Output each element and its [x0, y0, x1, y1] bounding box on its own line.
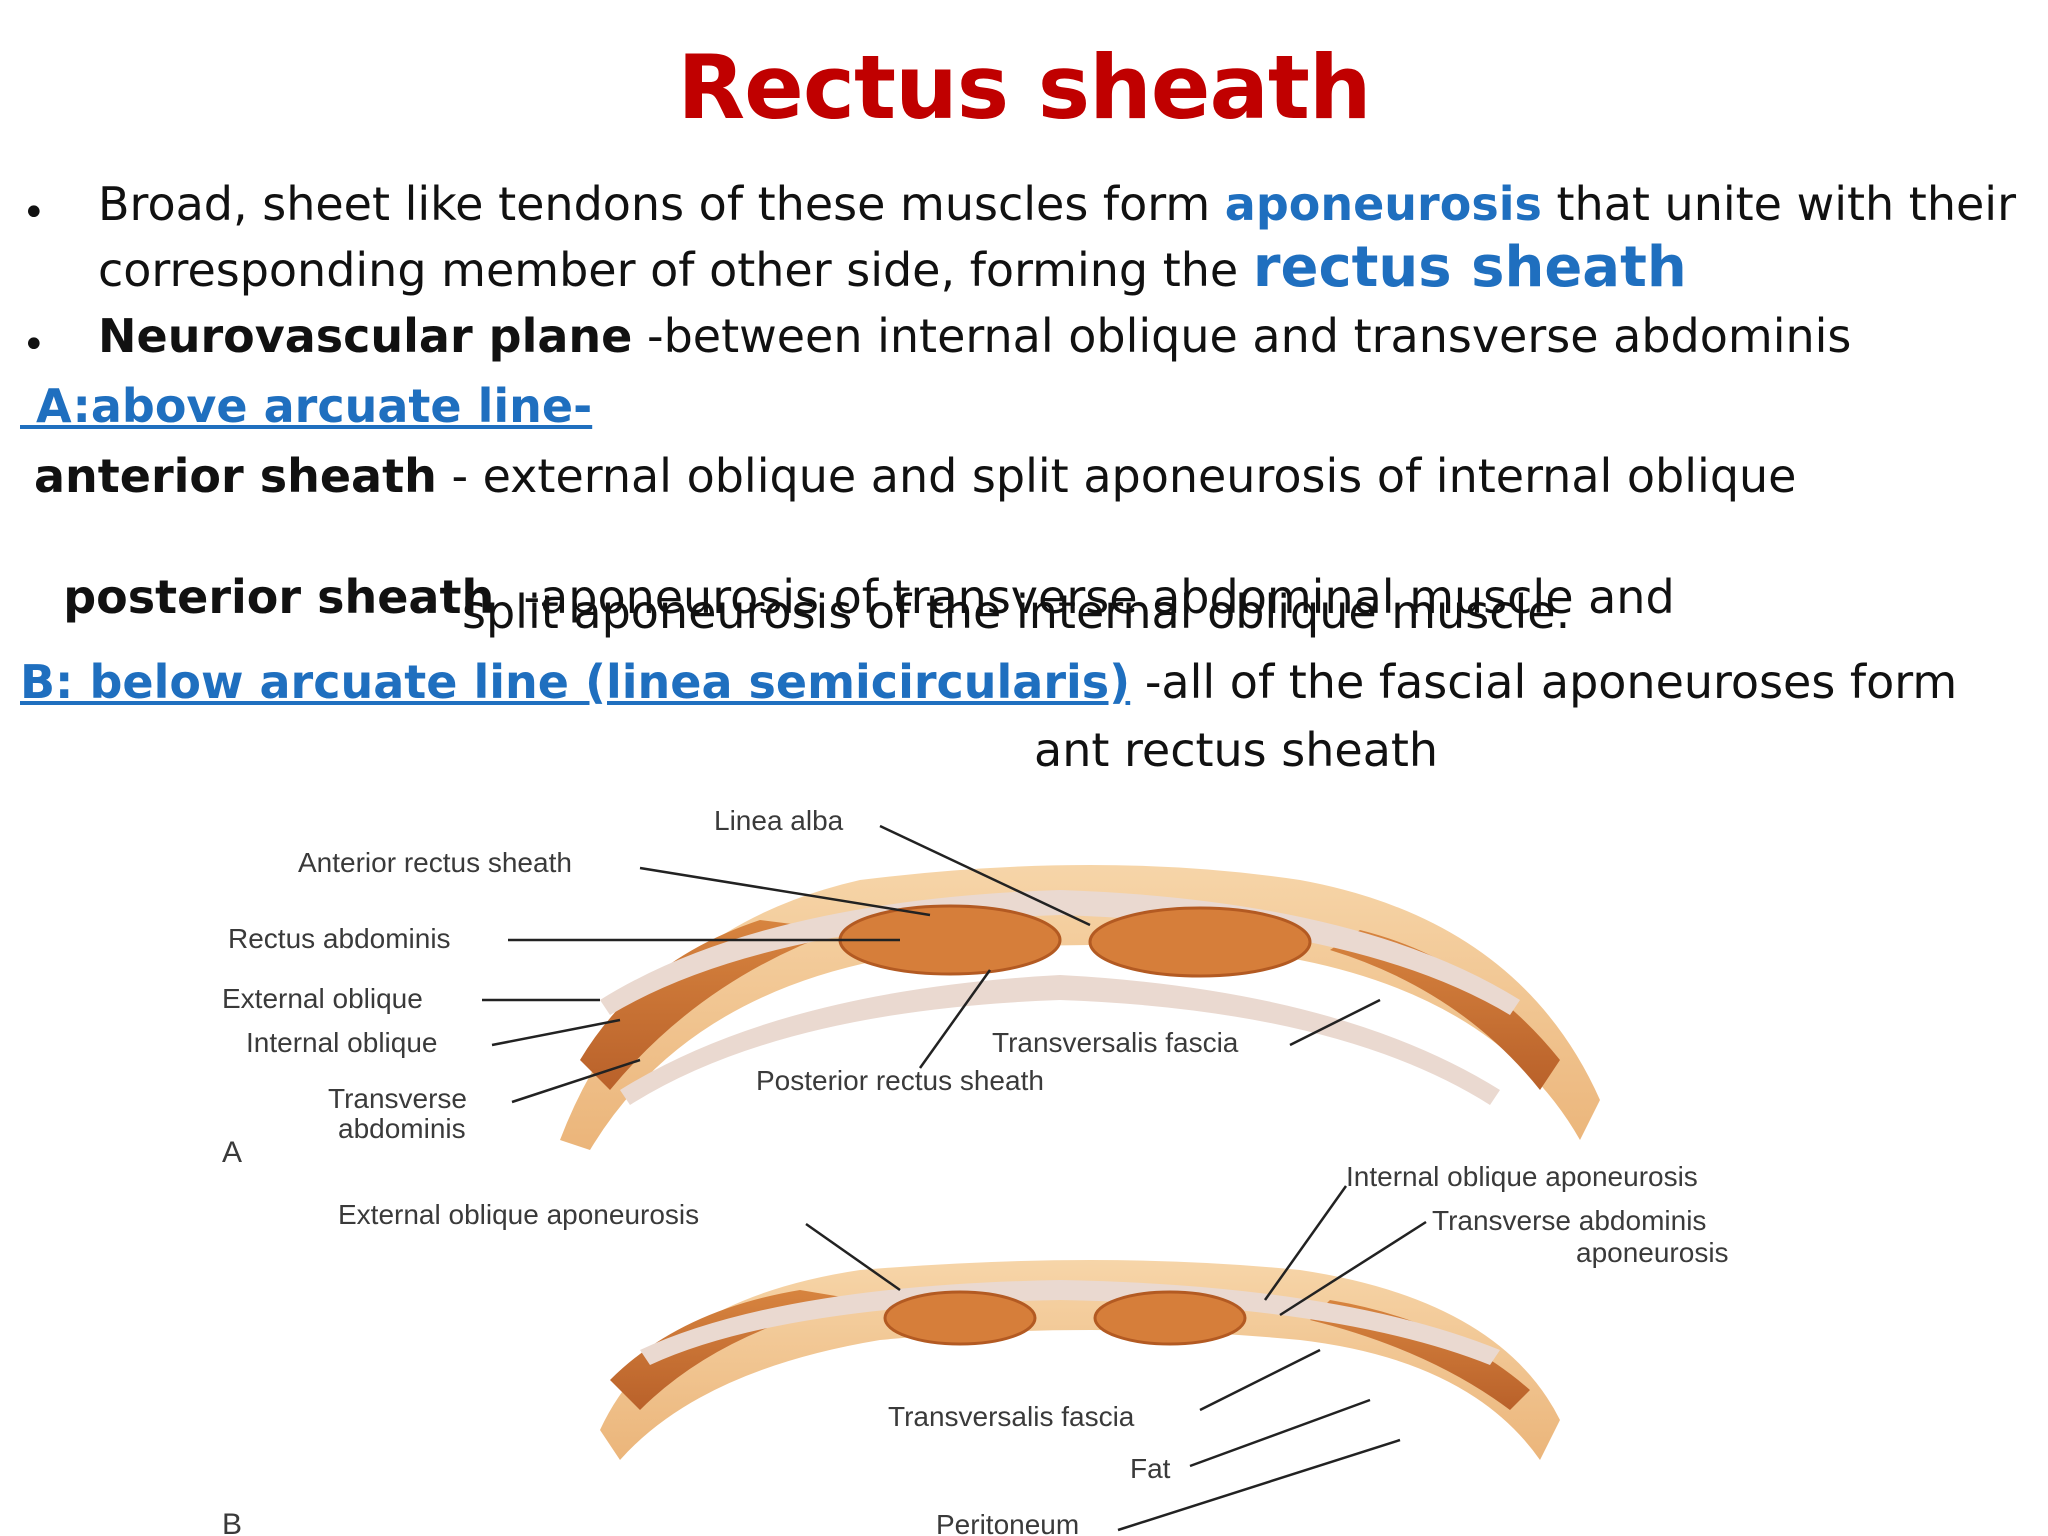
label-abdominis: abdominis — [338, 1113, 466, 1144]
posterior-sheath-line-2: split aponeurosis of the internal obliqu… — [462, 585, 1571, 639]
section-a-heading: A:above arcuate line- — [20, 379, 593, 433]
panel-b-sheath-band — [640, 1280, 1500, 1365]
leader-transversalis-fascia-b — [1199, 1348, 1321, 1412]
neurovascular-plane-label: Neurovascular plane — [98, 309, 633, 363]
panel-b-rectus-right — [1093, 1290, 1247, 1346]
label-linea-alba: Linea alba — [714, 805, 844, 836]
panel-a-muscle-band-left — [580, 920, 840, 1090]
label-transverse-abdominis: Transverse abdominis — [1432, 1205, 1706, 1236]
leader-transversalis-fascia — [1289, 998, 1381, 1047]
leader-transverse — [511, 1058, 641, 1104]
leader-transverse-abdominis-aponeurosis — [1279, 1220, 1427, 1317]
label-transversalis-fascia-a: Transversalis fascia — [992, 1027, 1239, 1058]
panel-b-muscle-band-left — [610, 1290, 860, 1410]
label-anterior-rectus-sheath: Anterior rectus sheath — [298, 847, 572, 878]
section-b-line: B: below arcuate line (linea semicircula… — [20, 656, 1957, 709]
bullet-1-line-1: Broad, sheet like tendons of these muscl… — [98, 178, 2016, 231]
posterior-sheath-line: posterior sheath -aponeurosis of transve… — [34, 518, 1675, 624]
panel-a-cross-section — [560, 865, 1600, 1150]
leader-internal-oblique — [491, 1018, 621, 1047]
anterior-sheath-text: - external oblique and split aponeurosis… — [436, 449, 1797, 503]
leader-linea-alba — [879, 824, 1091, 927]
panel-b-leader-lines — [805, 1185, 1427, 1532]
bullet-1-line-2: corresponding member of other side, form… — [98, 235, 1687, 300]
slide-title: Rectus sheath — [677, 36, 1371, 139]
label-internal-oblique-aponeurosis: Internal oblique aponeurosis — [1346, 1161, 1698, 1192]
panel-a-leader-lines — [482, 824, 1381, 1104]
label-external-oblique-aponeurosis: External oblique aponeurosis — [338, 1199, 699, 1230]
section-b-text: -all of the fascial aponeuroses form — [1130, 655, 1958, 709]
bullet-dot-1: • — [22, 190, 46, 236]
label-transverse: Transverse — [328, 1083, 467, 1114]
leader-internal-oblique-aponeurosis — [1263, 1185, 1348, 1301]
panel-b-cross-section — [600, 1260, 1560, 1460]
label-aponeurosis: aponeurosis — [1576, 1237, 1729, 1268]
section-b-line-2: ant rectus sheath — [1034, 723, 1439, 777]
panel-a-letter: A — [222, 1136, 242, 1169]
label-transversalis-fascia-b: Transversalis fascia — [888, 1401, 1135, 1432]
leader-anterior-rectus-sheath — [639, 866, 931, 917]
label-internal-oblique: Internal oblique — [246, 1027, 437, 1058]
bullet-2-text: -between internal oblique and transverse… — [632, 309, 1852, 363]
bullet-2-line: Neurovascular plane -between internal ob… — [98, 310, 1851, 363]
panel-a-rectus-right — [1088, 906, 1312, 978]
anterior-sheath-line: anterior sheath - external oblique and s… — [34, 450, 1796, 503]
bullet-dot-2: • — [22, 322, 46, 368]
leader-fat — [1189, 1398, 1371, 1468]
label-peritoneum: Peritoneum — [936, 1509, 1079, 1536]
aponeurosis-term: aponeurosis — [1224, 177, 1542, 231]
panel-b-rectus-left — [883, 1290, 1037, 1346]
posterior-sheath-label: posterior sheath — [63, 569, 495, 624]
leader-external-oblique-aponeurosis — [805, 1222, 901, 1292]
panel-a-posterior-sheath-band — [620, 975, 1500, 1105]
bullet-1-line-2-text: corresponding member of other side, form… — [98, 243, 1253, 297]
panel-b-letter: B — [222, 1508, 242, 1536]
bullet-1-text-post: that unite with their — [1541, 177, 2016, 231]
label-fat: Fat — [1130, 1453, 1171, 1484]
anterior-sheath-label: anterior sheath — [34, 449, 437, 503]
panel-a-muscle-band-right — [1330, 930, 1560, 1090]
bullet-1-text-pre: Broad, sheet like tendons of these muscl… — [98, 177, 1225, 231]
label-external-oblique: External oblique — [222, 983, 423, 1014]
rectus-sheath-term: rectus sheath — [1252, 235, 1687, 300]
posterior-sheath-text: -aponeurosis of transverse abdominal mus… — [494, 569, 1675, 624]
label-posterior-rectus-sheath: Posterior rectus sheath — [756, 1065, 1044, 1096]
label-rectus-abdominis: Rectus abdominis — [228, 923, 451, 954]
section-b-heading: B: below arcuate line (linea semicircula… — [20, 655, 1131, 709]
leader-posterior-rectus-sheath — [918, 969, 992, 1069]
leader-peritoneum — [1117, 1438, 1401, 1532]
